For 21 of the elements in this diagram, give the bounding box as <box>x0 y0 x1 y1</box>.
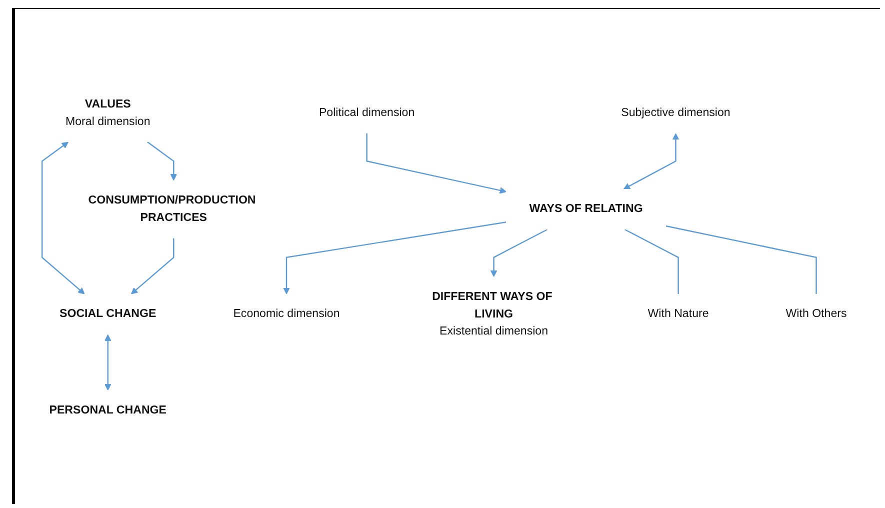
node-text: Subjective dimension <box>621 106 730 119</box>
node-text: With Nature <box>648 306 709 320</box>
connector <box>666 224 817 294</box>
arrow <box>366 132 506 194</box>
node-text: SOCIAL CHANGE <box>60 306 156 320</box>
node-text: Economic dimension <box>233 306 340 320</box>
node-text: WAYS OF RELATING <box>529 202 643 215</box>
arrow <box>490 228 548 277</box>
node-text: Political dimension <box>318 106 415 119</box>
node-text: CONSUMPTION/PRODUCTION PRACTICES <box>88 193 256 224</box>
node-text: VALUES Moral dimension <box>66 96 150 128</box>
arrow <box>623 132 680 189</box>
arrow <box>146 141 178 180</box>
arrow <box>104 334 112 390</box>
arrow <box>283 221 506 294</box>
node-text: PERSONAL CHANGE <box>49 402 166 416</box>
connector <box>624 228 679 294</box>
arrow <box>41 141 85 294</box>
node-text: DIFFERENT WAYS OF LIVING Existential dimension <box>432 289 552 338</box>
arrow <box>130 238 174 294</box>
node-text: With Others <box>786 306 847 320</box>
